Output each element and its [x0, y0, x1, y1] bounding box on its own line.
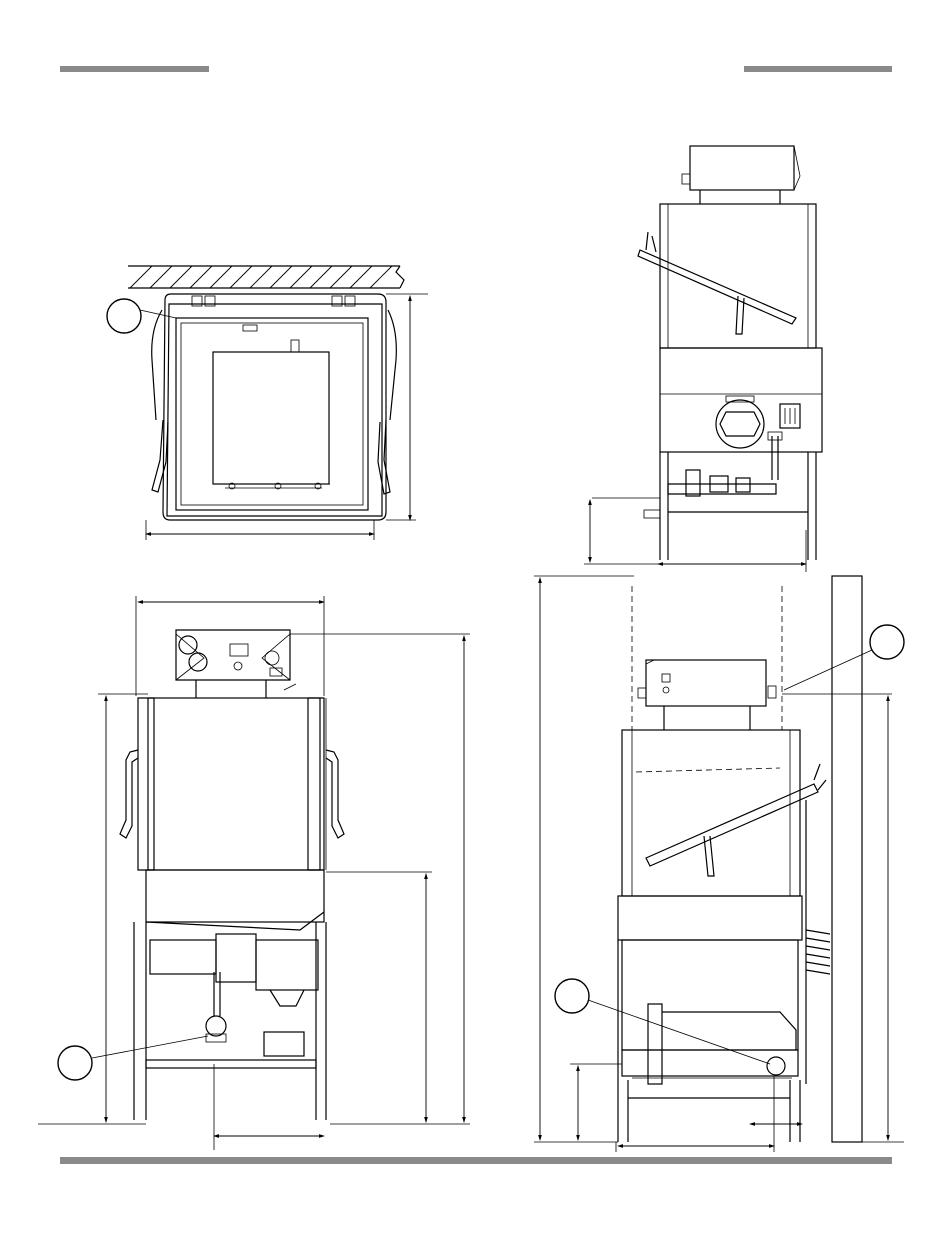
- top-view: [107, 266, 428, 540]
- side-view: [534, 576, 904, 1152]
- wall-hatching: [128, 266, 404, 288]
- side-view-callout-bottom: [555, 979, 589, 1013]
- top-view-callout: [107, 299, 141, 333]
- front-view-callout: [58, 1046, 92, 1080]
- front-view: [38, 596, 470, 1150]
- side-view-callout-top: [870, 625, 904, 659]
- rear-view: [584, 146, 822, 572]
- heater-coil: [806, 930, 830, 974]
